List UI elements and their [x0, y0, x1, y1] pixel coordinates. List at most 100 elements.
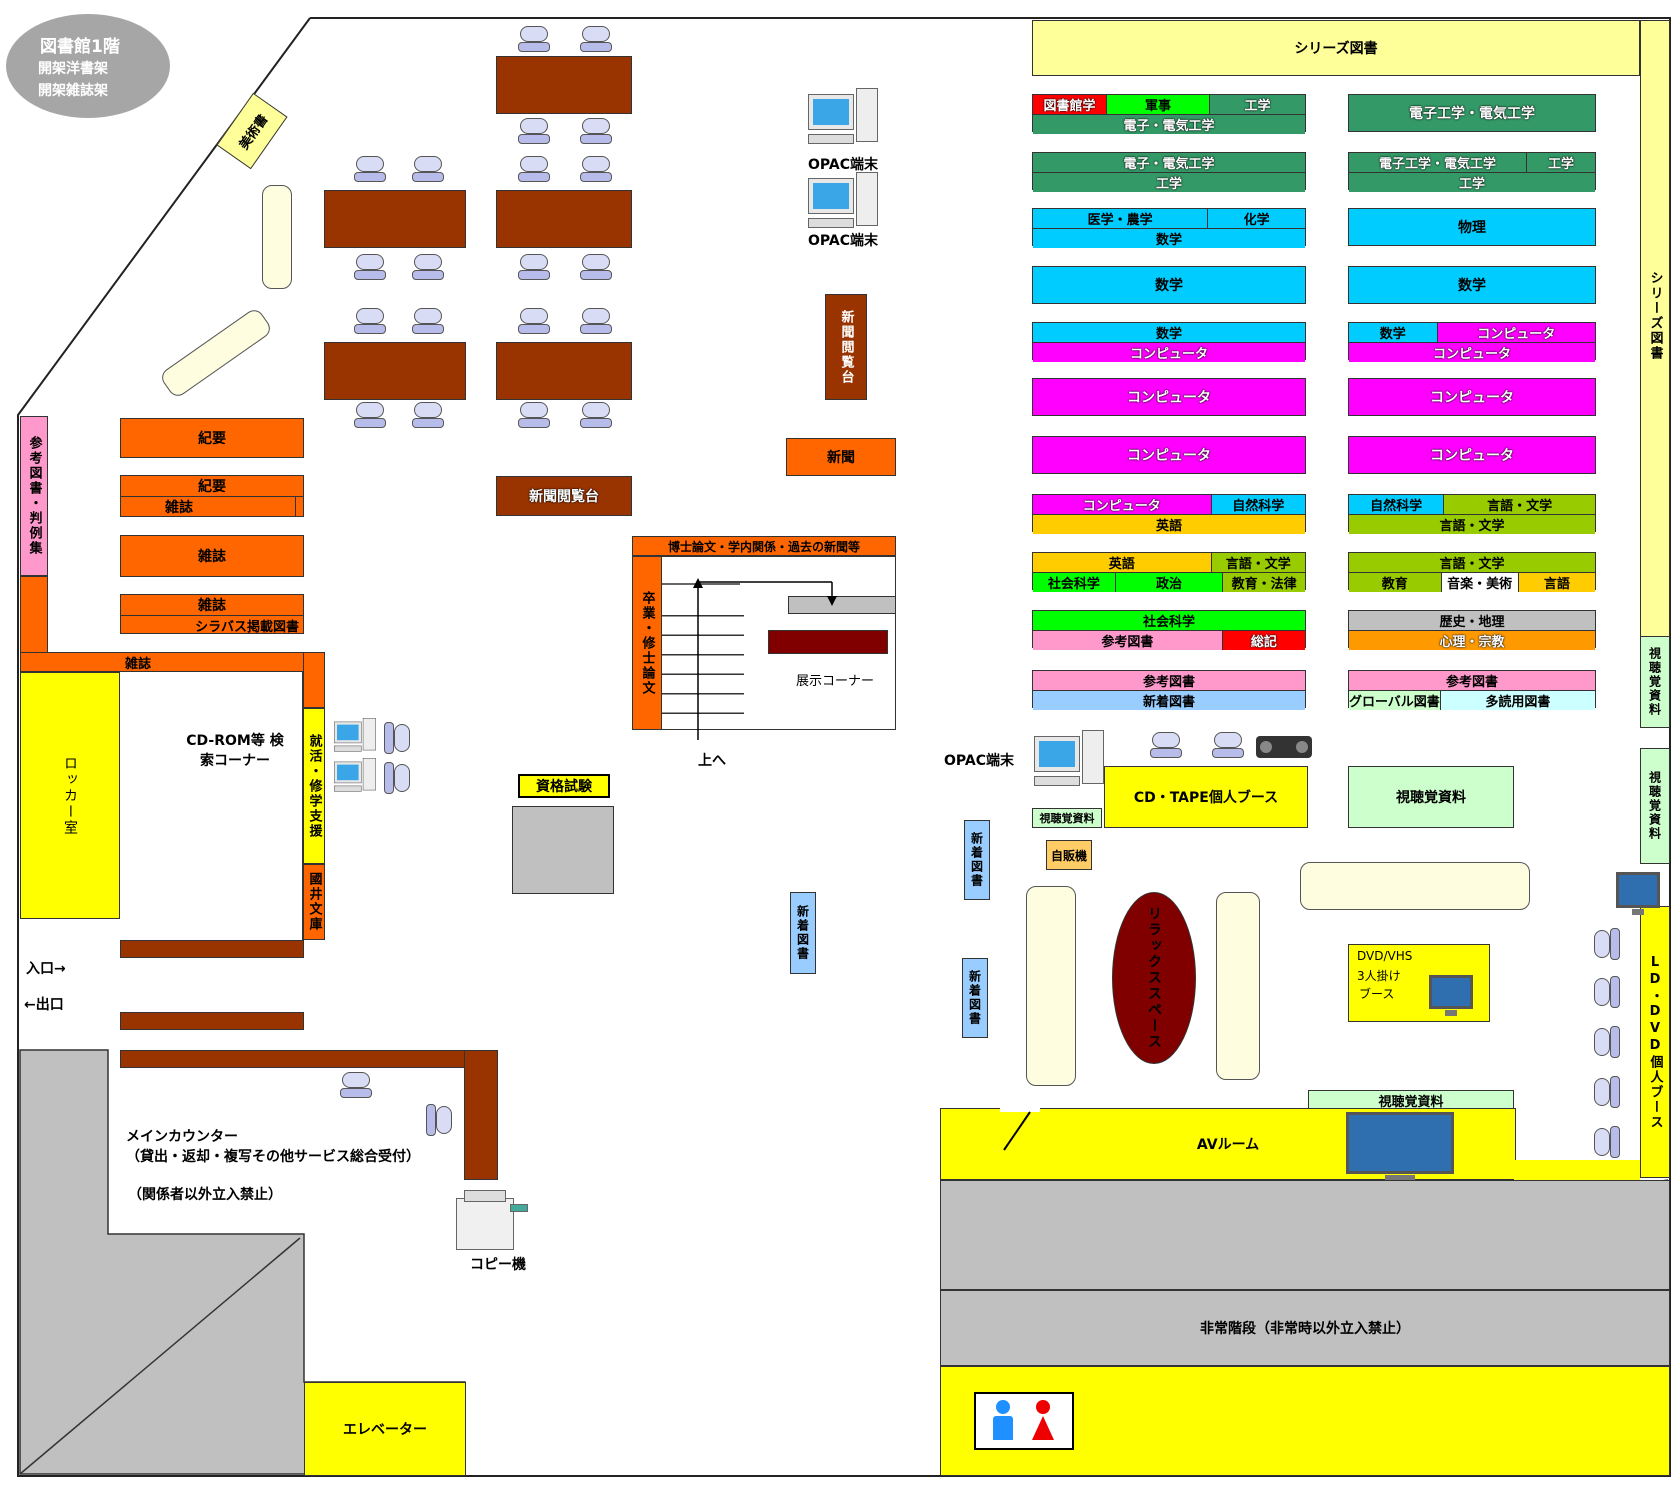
bookshelf[interactable]: 数学	[1032, 266, 1306, 304]
wall-segment	[120, 1012, 304, 1030]
new-books-shelf[interactable]: 新着図書	[962, 958, 988, 1038]
shelf-label: 紀要	[121, 476, 303, 497]
locker-room[interactable]: ロッカー室	[20, 672, 120, 919]
newspaper-stand[interactable]: 新聞閲覧台	[496, 476, 632, 516]
exit-label: ←出口	[24, 997, 64, 1013]
bookshelf[interactable]: 参考図書グローバル図書多読用図書	[1348, 670, 1596, 710]
shelf-section: 電子・電気工学	[1033, 115, 1305, 134]
bookshelf[interactable]: 歴史・地理心理・宗教	[1348, 610, 1596, 650]
bookshelf[interactable]: 社会科学参考図書総記	[1032, 610, 1306, 650]
shelf-tier: 参考図書	[1349, 671, 1595, 691]
new-books-shelf[interactable]: 新着図書	[790, 892, 816, 974]
bookshelf[interactable]: コンピュータ	[1032, 436, 1306, 474]
shelf-tier: 心理・宗教	[1349, 631, 1595, 650]
opac-terminal-icon[interactable]	[808, 172, 880, 232]
chair	[410, 156, 444, 182]
bookshelf[interactable]: 物理	[1348, 208, 1596, 246]
floor-title-badge: 図書館1階 開架洋書架 開架雑誌架	[6, 14, 170, 118]
bookshelf[interactable]: 電子・電気工学工学	[1032, 152, 1306, 192]
bookshelf[interactable]: 参考図書新着図書	[1032, 670, 1306, 710]
shelf-tier: コンピュータ	[1033, 343, 1305, 362]
bookshelf[interactable]: 電子工学・電気工学	[1348, 94, 1596, 132]
shelf-section: 工学	[1526, 153, 1595, 172]
opac-terminal-icon[interactable]	[1034, 730, 1106, 790]
bookshelf[interactable]: 言語・文学教育音楽・美術言語	[1348, 552, 1596, 592]
kiyo-zasshi-shelf[interactable]: 紀要 雑誌	[120, 475, 304, 517]
job-support-shelf[interactable]: 就活・修学支援	[303, 708, 325, 864]
zasshi-shelf[interactable]: 雑誌	[120, 535, 304, 577]
shelf-tier: 言語・文学	[1349, 553, 1595, 573]
bookshelf[interactable]: 自然科学言語・文学言語・文学	[1348, 494, 1596, 534]
shelf-tier: 物理	[1349, 209, 1595, 245]
elevator[interactable]: エレベーター	[304, 1382, 466, 1476]
qualification-shelf[interactable]: 資格試験	[518, 774, 610, 798]
bookshelf[interactable]: 数学	[1348, 266, 1596, 304]
av-materials-side[interactable]: 視聴覚資料	[1640, 636, 1670, 728]
kokui-bunko-shelf[interactable]: 國井文庫	[303, 864, 325, 940]
av-materials[interactable]: 視聴覚資料	[1348, 766, 1514, 828]
bookshelf[interactable]: 数学コンピュータ	[1032, 322, 1306, 362]
shelf-section: コンピュータ	[1033, 495, 1212, 514]
bookshelf[interactable]: コンピュータ	[1348, 378, 1596, 416]
shelf-section: 電子工学・電気工学	[1349, 153, 1527, 172]
chair	[578, 402, 612, 428]
sofa	[262, 185, 292, 289]
shelf-section: 社会科学	[1033, 573, 1116, 592]
main-counter-desc: （貸出・返却・複写その他サービス総合受付）	[126, 1149, 420, 1165]
newspaper-stand-vertical[interactable]: 新聞閲覧台	[825, 294, 867, 400]
cdrom-terminal[interactable]	[334, 718, 377, 754]
zasshi-wall-shelf[interactable]: 雑誌	[20, 652, 325, 672]
cd-tape-booth[interactable]: CD・TAPE個人ブース	[1104, 766, 1308, 828]
bookshelf[interactable]: 図書館学軍事工学電子・電気工学	[1032, 94, 1306, 134]
shelf-tier: 数学コンピュータ	[1349, 323, 1595, 343]
av-materials-side[interactable]: 視聴覚資料	[1640, 748, 1670, 864]
shelf-section: 言語	[1518, 573, 1595, 592]
dvd-vhs-booth[interactable]: DVD/VHS 3人掛け ブース	[1348, 944, 1490, 1022]
opac-terminal-icon[interactable]	[808, 88, 880, 148]
shelf-section: 英語	[1033, 515, 1305, 534]
shelf-tier: 自然科学言語・文学	[1349, 495, 1595, 515]
thesis-shelf-top[interactable]: 博士論文・学内関係・過去の新聞等	[632, 536, 896, 556]
av-room-door[interactable]	[1000, 1108, 1040, 1112]
bookshelf[interactable]: コンピュータ	[1348, 436, 1596, 474]
reference-law-shelf[interactable]: 参考図書・判例集	[20, 416, 48, 576]
bookshelf[interactable]: 数学コンピュータコンピュータ	[1348, 322, 1596, 362]
shelf-section: 新着図書	[1033, 691, 1305, 710]
shelf-section: 社会科学	[1033, 611, 1305, 630]
bookshelf[interactable]: 医学・農学化学数学	[1032, 208, 1306, 248]
large-tv-icon	[1346, 1112, 1454, 1181]
series-books-top[interactable]: シリーズ図書	[1032, 20, 1640, 76]
bookshelf[interactable]: コンピュータ	[1032, 378, 1306, 416]
bookshelf[interactable]: 英語言語・文学社会科学政治教育・法律	[1032, 552, 1306, 592]
newspaper-rack[interactable]: 新聞	[786, 438, 896, 476]
zasshi-syllabus-shelf[interactable]: 雑誌 シラバス掲載図書	[120, 594, 304, 635]
series-books-side[interactable]: シリーズ図書	[1640, 20, 1670, 670]
copy-machine-icon[interactable]	[456, 1190, 528, 1250]
shelf-tier: 数学	[1033, 323, 1305, 343]
zasshi-wall-shelf-right[interactable]	[303, 652, 325, 708]
new-books-shelf[interactable]: 新着図書	[964, 820, 990, 900]
reading-desk	[496, 342, 632, 400]
chair	[516, 308, 550, 334]
chair	[1210, 732, 1244, 758]
shelf-section: 工学	[1210, 95, 1305, 114]
bookshelf[interactable]: コンピュータ自然科学英語	[1032, 494, 1306, 534]
vending-machine[interactable]: 自販機	[1046, 840, 1092, 870]
radio-cassette-icon	[1256, 736, 1312, 758]
emergency-stairs: 非常階段（非常時以外立入禁止）	[940, 1290, 1670, 1366]
shelf-tier: 英語言語・文学	[1033, 553, 1305, 573]
relax-space[interactable]: リラックススペース	[1112, 892, 1196, 1064]
shelf-section: 自然科学	[1211, 495, 1305, 514]
restroom-icon[interactable]	[974, 1392, 1074, 1450]
av-materials-small[interactable]: 視聴覚資料	[1032, 808, 1102, 828]
shelf-section: 言語・文学	[1349, 515, 1595, 534]
exhibit-shelf[interactable]	[768, 630, 888, 654]
kiyo-shelf[interactable]: 紀要	[120, 418, 304, 458]
cdrom-terminal[interactable]	[334, 758, 377, 794]
ld-dvd-booth[interactable]: LD・DVD個人ブース	[1640, 906, 1670, 1178]
thesis-shelf-side[interactable]: 卒業・修士論文	[632, 556, 662, 730]
chair	[352, 254, 386, 280]
bookshelf[interactable]: 電子工学・電気工学工学工学	[1348, 152, 1596, 192]
entrance-label: 入口→	[26, 961, 66, 977]
shelf-section: コンピュータ	[1437, 323, 1595, 342]
